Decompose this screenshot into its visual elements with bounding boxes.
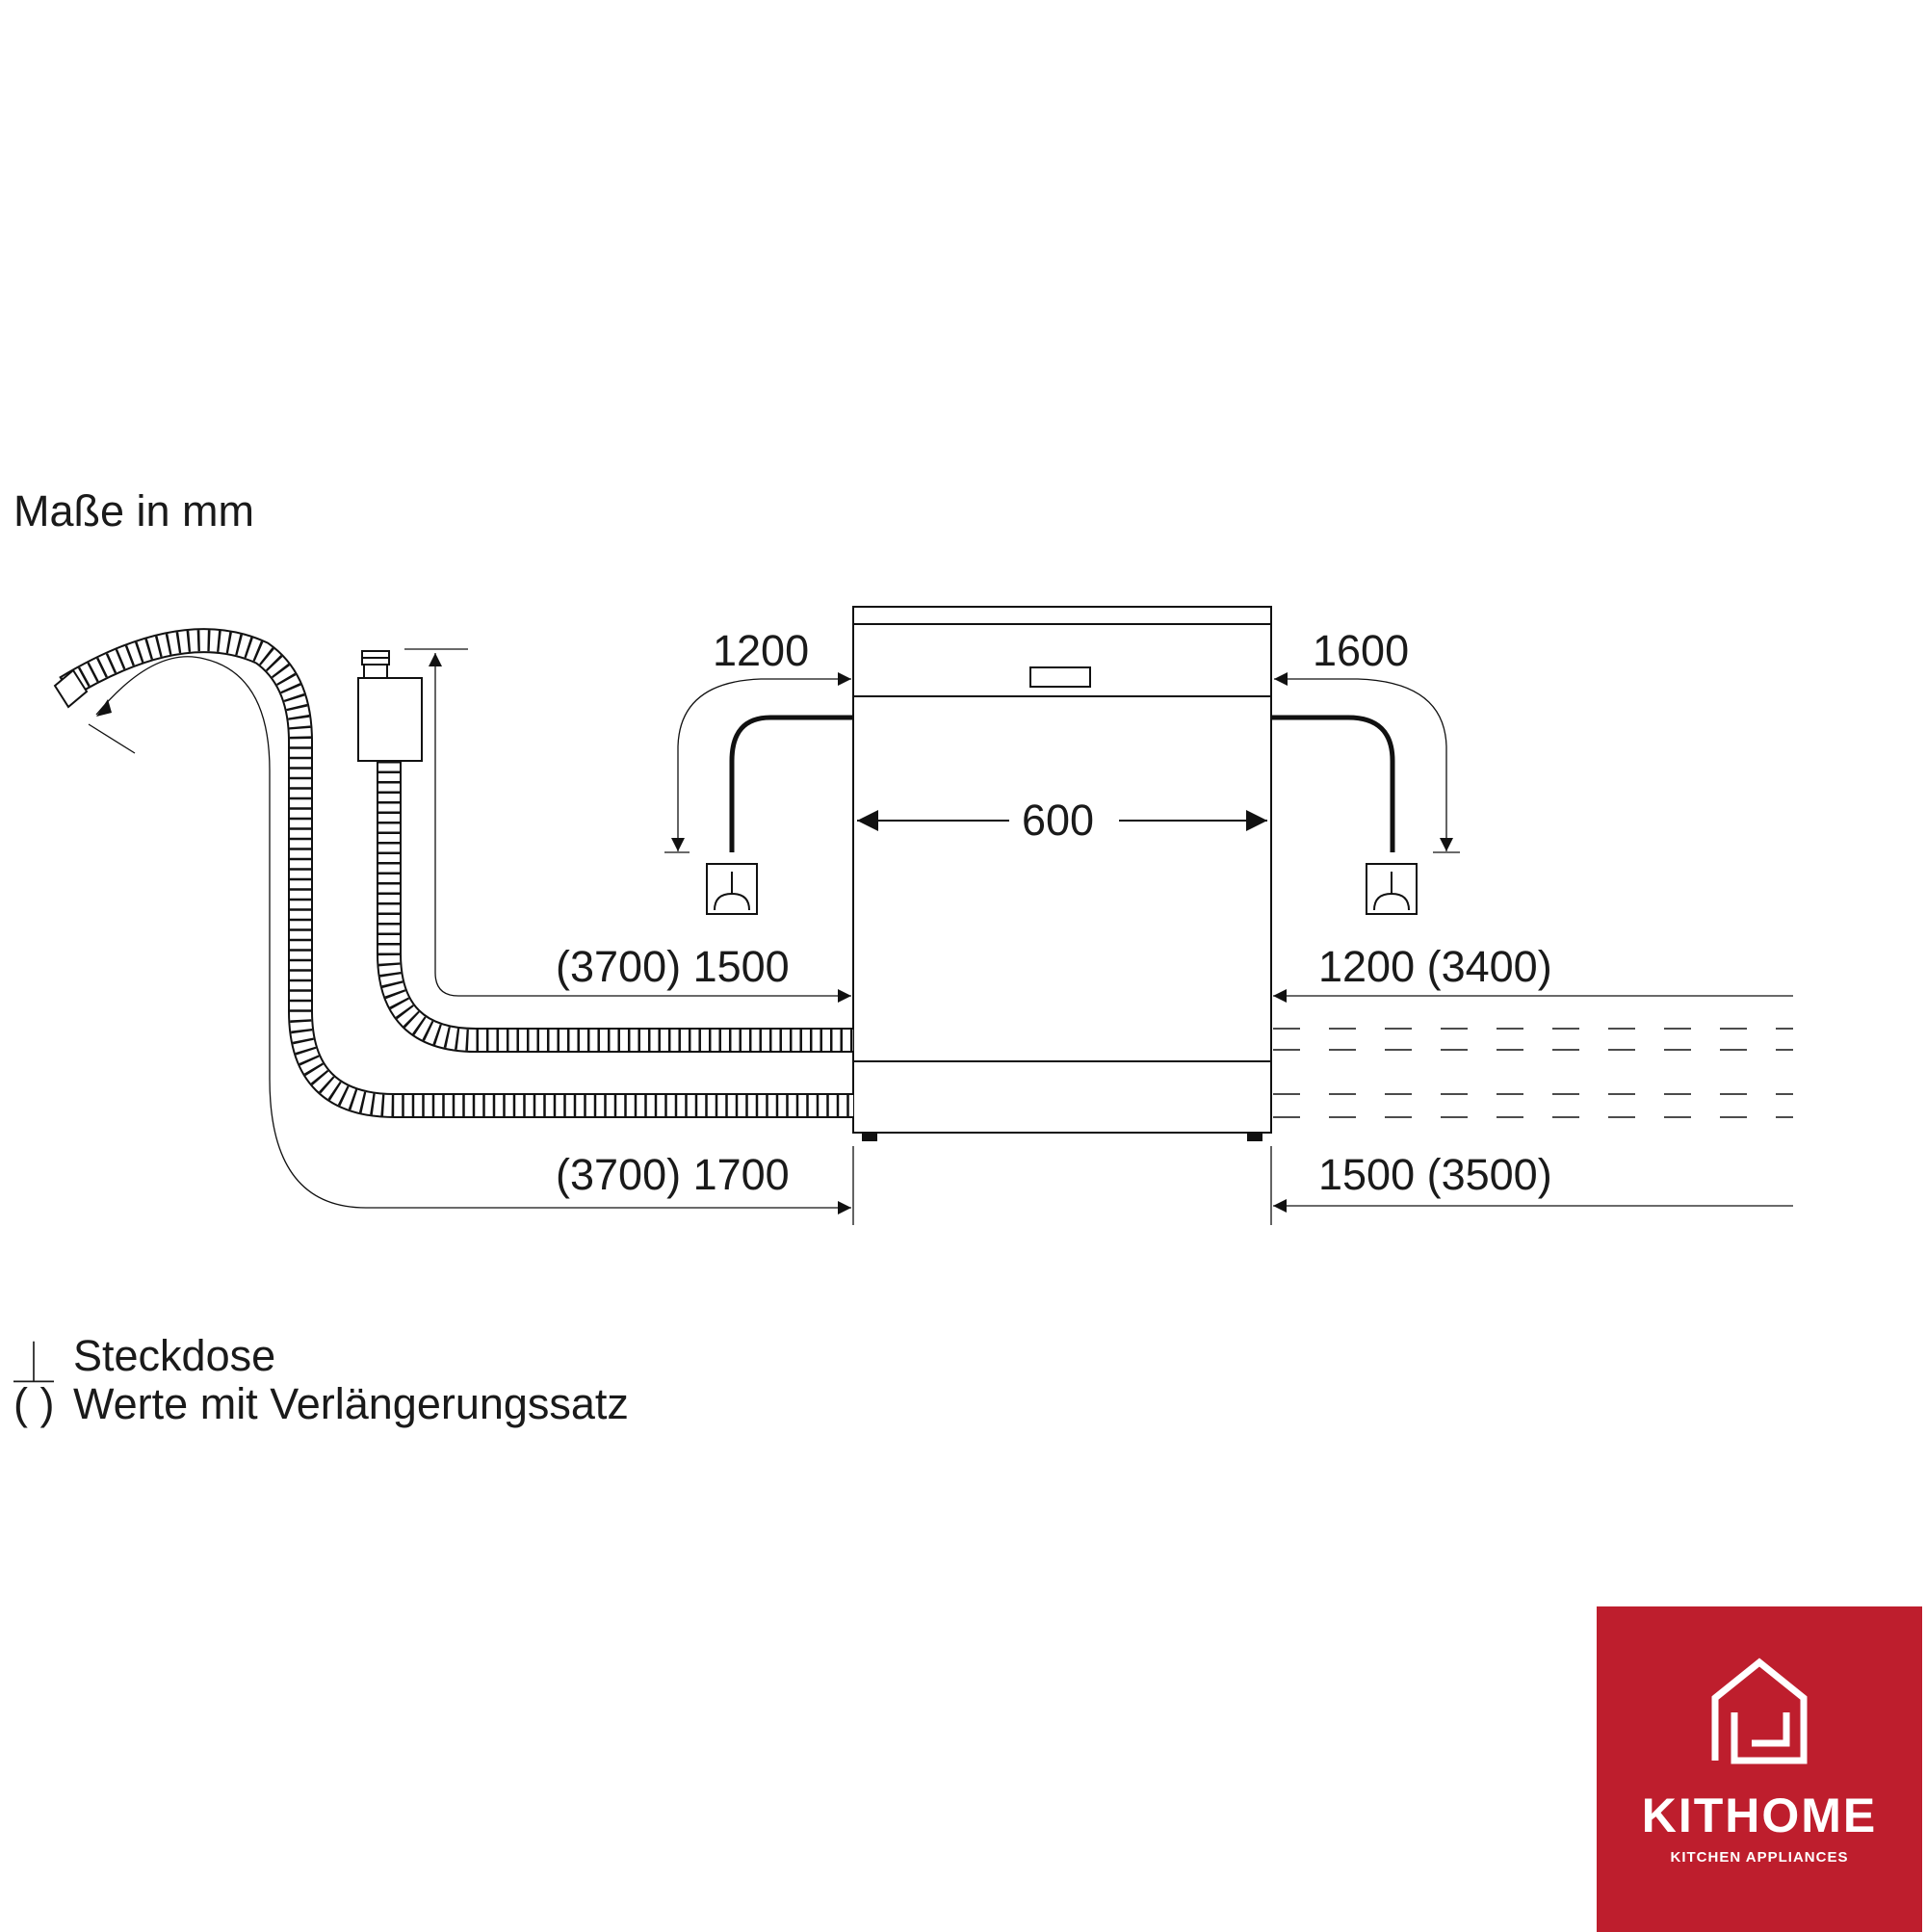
extension-legend-label: Werte mit Verlängerungssatz — [73, 1379, 629, 1428]
units-label: Maße in mm — [13, 486, 255, 535]
power-left-length-label: 1200 — [713, 626, 810, 675]
dishwasher-outline — [852, 606, 1272, 1134]
power-left-dimension-arrow — [664, 672, 851, 853]
inlet-connector — [357, 650, 423, 762]
power-right-length-label: 1600 — [1313, 626, 1410, 675]
socket-legend-label: Steckdose — [73, 1331, 276, 1380]
house-icon — [1711, 1658, 1808, 1764]
power-cord-right — [1271, 715, 1395, 852]
socket-icon — [1366, 863, 1418, 915]
power-cord-left — [729, 715, 853, 852]
inlet-hose — [377, 761, 853, 1053]
inlet-left-length-label: (3700) 1500 — [556, 942, 790, 991]
drain-hose — [59, 628, 853, 1118]
socket-legend-symbol: ⏊ — [13, 1341, 55, 1386]
width-label: 600 — [1022, 796, 1095, 845]
dishwasher-foot-right — [1247, 1133, 1262, 1141]
logo-brand-name: KITHOME — [1641, 1788, 1878, 1842]
drain-hose-end — [53, 668, 89, 709]
drain-right-length-label: 1500 (3500) — [1318, 1150, 1552, 1199]
edge-extension-lines — [852, 1146, 1272, 1225]
dishwasher-foot-left — [862, 1133, 877, 1141]
kithome-logo: KITHOME KITCHEN APPLIANCES — [1597, 1606, 1922, 1932]
logo-tagline: KITCHEN APPLIANCES — [1670, 1849, 1849, 1866]
power-right-dimension-arrow — [1274, 672, 1460, 853]
drain-dimension-arrow — [88, 656, 851, 1214]
socket-icon — [706, 863, 758, 915]
drain-end-arrowhead — [96, 699, 112, 717]
drain-left-length-label: (3700) 1700 — [556, 1150, 790, 1199]
hose-continuation-dashes — [1273, 1028, 1793, 1118]
extension-legend-symbol: ( ) — [13, 1379, 55, 1428]
inlet-right-length-label: 1200 (3400) — [1318, 942, 1552, 991]
inlet-left-dimension-arrow — [404, 648, 851, 1003]
